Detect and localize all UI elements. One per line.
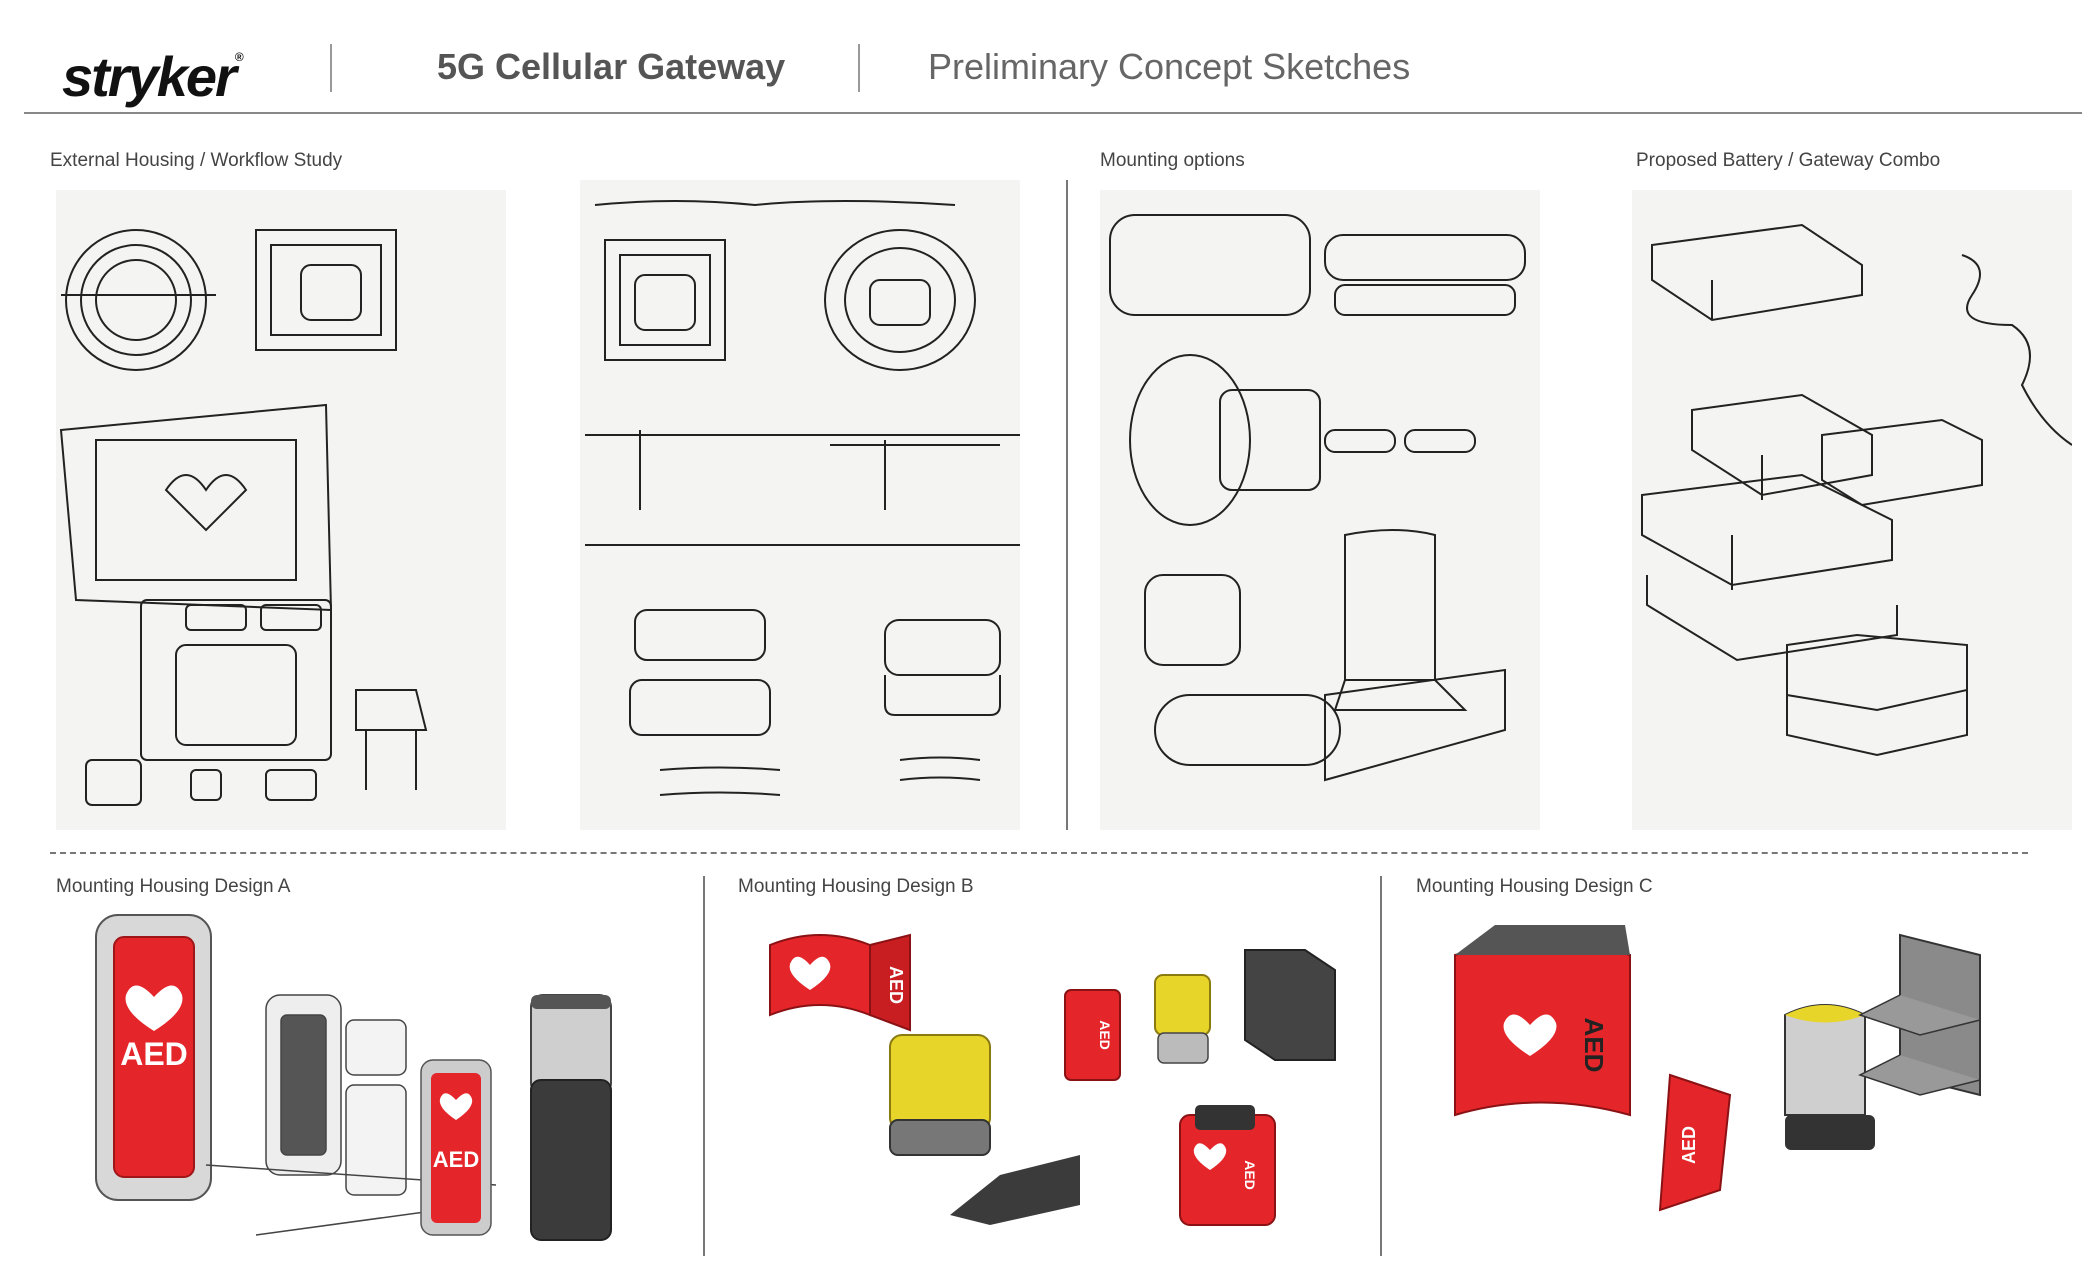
aed-label: AED	[120, 1036, 188, 1072]
page-subtitle: Preliminary Concept Sketches	[928, 46, 1411, 87]
aed-label: AED	[886, 966, 906, 1004]
header-divider	[858, 44, 860, 92]
section-label-design-c: Mounting Housing Design C	[1416, 876, 1653, 897]
section-divider	[1066, 180, 1068, 830]
section-label-battery-combo: Proposed Battery / Gateway Combo	[1636, 150, 1941, 171]
header-divider	[330, 44, 332, 92]
section-divider	[1380, 876, 1382, 1256]
section-label-external-housing: External Housing / Workflow Study	[50, 150, 343, 171]
section-dashed-divider	[50, 852, 2028, 854]
aed-label: AED	[1679, 1126, 1699, 1164]
sketch-page-cabinet-types	[580, 180, 1020, 830]
aed-label: AED	[1579, 1018, 1609, 1073]
section-label-design-a: Mounting Housing Design A	[56, 876, 291, 897]
render-design-b: AED AED AED	[769, 933, 1336, 1226]
aed-label: AED	[1097, 1020, 1113, 1050]
sketch-page-housing-study	[56, 190, 506, 830]
header-rule	[24, 112, 2082, 114]
render-design-a: AED AED	[95, 914, 612, 1241]
section-label-mounting-options: Mounting options	[1100, 150, 1245, 171]
section-divider	[703, 876, 705, 1256]
stryker-logo: stryker®	[62, 45, 244, 108]
sketch-page-battery-combo	[1632, 190, 2072, 830]
aed-label: AED	[433, 1147, 479, 1172]
aed-label: AED	[1242, 1160, 1258, 1190]
section-label-design-b: Mounting Housing Design B	[738, 876, 974, 897]
sketch-page-mounting-options	[1100, 190, 1540, 830]
render-design-c: AED AED	[1454, 925, 1981, 1212]
page-title: 5G Cellular Gateway	[437, 46, 786, 87]
